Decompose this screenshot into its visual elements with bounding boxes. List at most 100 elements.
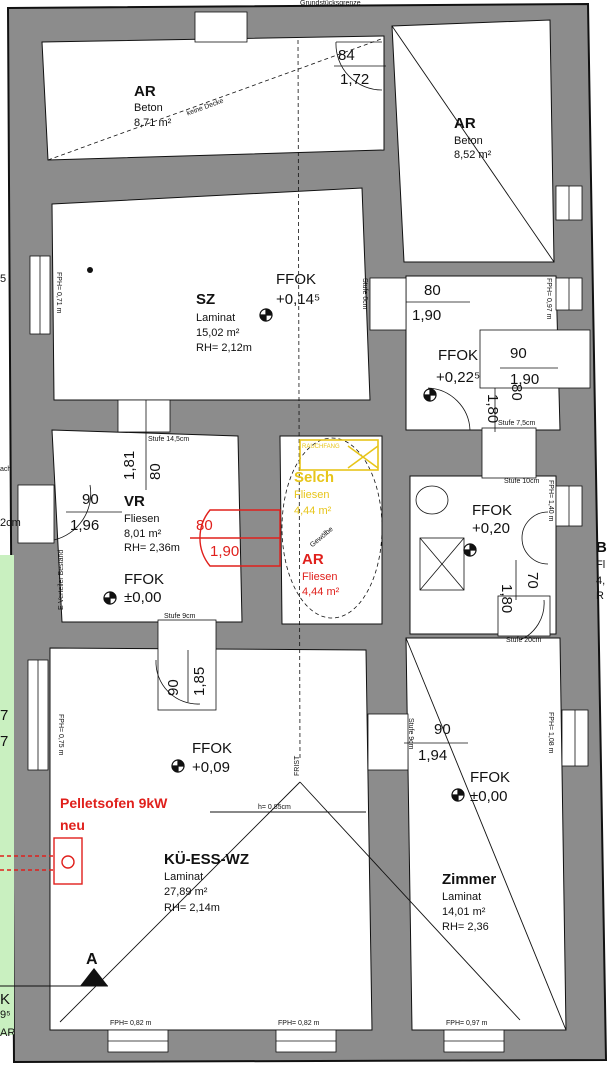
room-rh-kue: RH= 2,14m [164,902,220,914]
opening-bad-wc [481,427,537,479]
label-stufe-145: Stufe 14,5cm [148,436,190,443]
room-material-selch: Fliesen [294,489,330,501]
room-name-zimmer: Zimmer [442,871,497,888]
room-name-kue: KÜ-ESS-WZ [164,851,249,868]
label-stufe-9b: Stufe 9cm [407,718,414,750]
label-frist: FRIST [294,755,301,776]
section-marker-label: A [86,951,98,968]
opening-bad-top [479,329,591,389]
room-area-selch: 4,44 m² [294,505,332,517]
label-fph-082-b: FPH= 0,82 m [278,1020,320,1027]
ffok-label-kue: FFOK [192,740,232,757]
annotation-neu: neu [60,817,85,833]
label-h-085: h= 0,85cm [258,804,291,811]
door-dim-80-vr: 80 [147,463,164,480]
door-dim-80-bad: 80 [508,384,525,401]
edge-right-r: R [596,590,604,602]
edge-right-b: B [596,539,607,556]
edge-right-f: Fl [596,559,606,571]
label-fph-075: FPH= 0,75 m [57,714,64,756]
e-verteiler-label: E-Verteiler Bestand [58,549,65,610]
door-dim-180-bad: 1,80 [484,394,501,424]
label-stufe-9: Stufe 9cm [164,613,196,620]
label-fph-082-a: FPH= 0,82 m [110,1020,152,1027]
room-material-kue: Laminat [164,871,204,883]
label-fph-071: FPH= 0,71 m [55,272,62,314]
room-area-ar-top-right: 8,52 m² [454,149,492,161]
door-dim-90-kue: 90 [165,679,182,696]
ffok-value-sz: +0,14⁵ [276,291,321,308]
annotation-pelletsofen: Pelletsofen 9kW [60,795,168,811]
ffok-label-bad: FFOK [438,347,478,364]
edge-left-5: 5 [0,273,7,285]
room-material-zimmer: Laminat [442,891,482,903]
room-name-selch: Selch [294,469,335,486]
dashed-lines [47,37,385,761]
opening-sz-bad [369,277,407,331]
room-area-vr: 8,01 m² [124,528,162,540]
room-material-vr: Fliesen [124,513,160,525]
door-dim-181-vr: 1,81 [121,450,138,480]
door-swings [53,41,545,705]
room-vr [51,429,243,623]
room-material-sz: Laminat [196,312,236,324]
ffok-value-zimmer: ±0,00 [470,788,508,805]
room-sz [51,187,371,401]
edge-left-7a: 7 [0,707,9,724]
door-dim-80-red: 80 [196,517,213,534]
room-name-vr: VR [124,493,145,510]
ffok-value-bad: +0,22⁵ [436,369,481,386]
door-dim-185-kue: 1,85 [191,666,208,696]
red-outlines [0,509,281,885]
room-ar-top-left [41,35,385,161]
label-fph-140: FPH= 1,40 m [547,480,554,522]
wc-fixtures [415,485,549,591]
room-material-ar-mid: Fliesen [302,571,338,583]
ffok-label-wc: FFOK [472,502,512,519]
room-area-kue: 27,89 m² [164,886,208,898]
room-rh-vr: RH= 2,36m [124,542,180,554]
room-area-sz: 15,02 m² [196,327,240,339]
ffok-value-kue: +0,09 [192,759,230,776]
label-fph-097-top: FPH= 0,97 m [545,278,552,320]
edge-left-9: 9⁵ [0,1009,11,1021]
room-material-ar-top-right: Beton [454,135,483,147]
property-boundary-label: Grundstücksgrenze [300,0,361,7]
dimension-lines [66,65,558,744]
door-dim-84-height: 1,72 [340,71,370,88]
door-dim-80-sz: 80 [424,282,441,299]
rauchfang-label: RAUCHFANG [302,444,340,450]
ffok-label-zimmer: FFOK [470,769,510,786]
edge-right-4: 4, [596,575,606,587]
door-dim-190-bad: 1,90 [510,371,540,388]
ffok-value-wc: +0,20 [472,520,510,537]
label-stufe-75: Stufe 7,5cm [498,420,536,427]
rauchfang-box [299,439,379,471]
door-dim-190-red: 1,90 [210,543,240,560]
label-fph-097-bottom: FPH= 0,97 m [446,1020,488,1027]
door-dim-90-bad: 90 [510,345,527,362]
ceiling-point [87,267,93,273]
room-name-ar-mid: AR [302,551,324,568]
opening-kue-zimmer [367,713,409,771]
room-selch-ar [279,435,383,625]
opening-sz-vr [117,399,171,433]
opening-wc-zimmer [497,595,551,637]
section-marker [0,968,108,987]
edge-left-cm: 2cm [0,517,21,529]
gewoelbe-oval [281,437,383,619]
edge-left-ach: ach [0,466,12,473]
opening-top [194,11,248,43]
room-material-ar-top-left: Beton [134,102,163,114]
green-strip [0,555,14,1035]
door-dim-194-zimmer: 1,94 [418,747,448,764]
ffok-value-vr: ±0,00 [124,589,162,606]
opening-vr-kue [157,619,217,711]
edge-left-ar: AR [0,1027,16,1039]
door-dim-90-vr: 90 [82,491,99,508]
label-fph-108: FPH= 1,08 m [547,712,554,754]
edge-left-7b: 7 [0,733,9,750]
label-stufe-20: Stufe 20cm [506,637,542,644]
room-kue-ess-wz [49,647,373,1031]
